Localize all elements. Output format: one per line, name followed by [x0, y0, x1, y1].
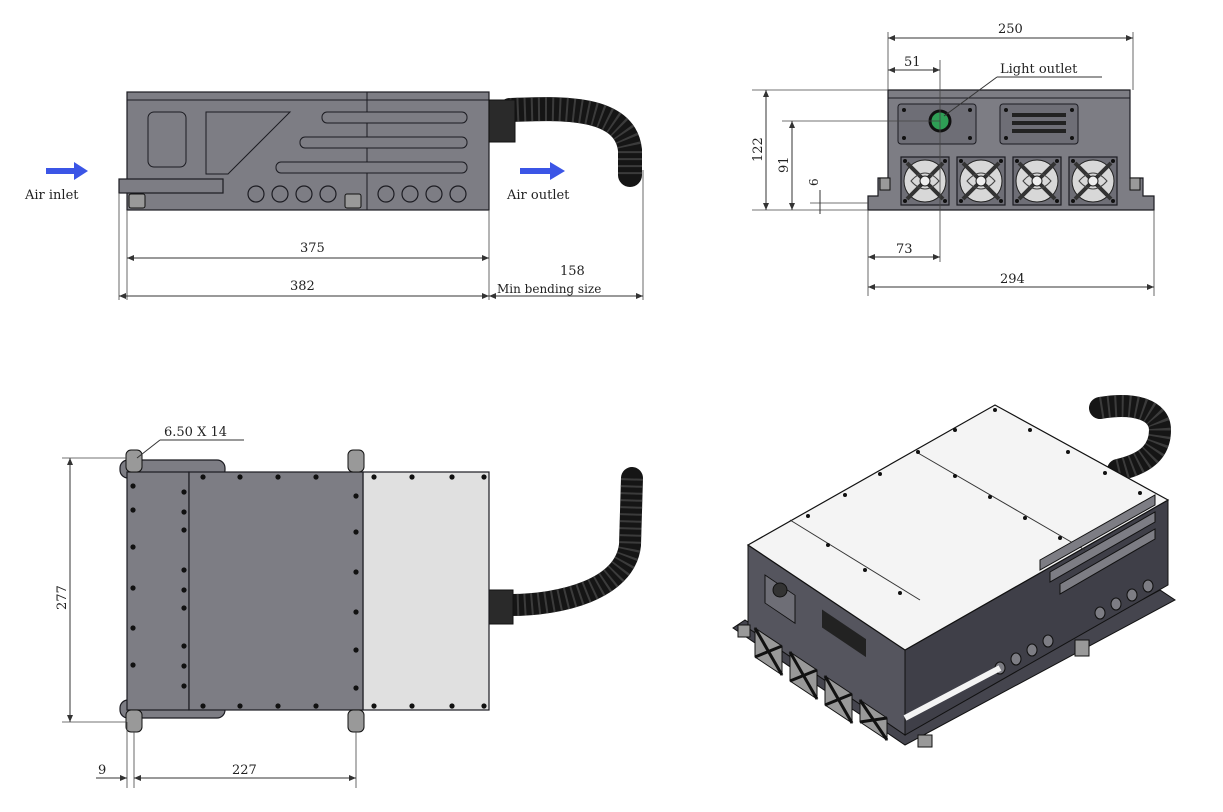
light-outlet-label: Light outlet: [1000, 62, 1078, 77]
mount-tab: [125, 449, 143, 473]
fan-icon: [858, 699, 889, 741]
bolt-icon: [128, 193, 146, 209]
dim-hole-spacing: 227: [232, 763, 257, 778]
vent-holes: [994, 579, 1154, 675]
fan-icon: [753, 627, 784, 676]
air-flow-arrow-icon: [46, 162, 88, 180]
dim-depth: 277: [55, 585, 70, 610]
side-view: 250 51 Light outlet 122 91 6 73 294: [751, 22, 1155, 296]
dim-foot-height: 6: [807, 178, 821, 186]
fan-icon: [899, 155, 951, 207]
mount-tab: [347, 709, 365, 733]
hose-icon: [499, 467, 643, 616]
dim-outlet-from-edge: 73: [896, 242, 913, 257]
mount-tab: [347, 449, 365, 473]
bolt-icon: [344, 193, 362, 209]
fan-icon: [788, 651, 819, 700]
vent-holes: [247, 185, 467, 203]
top-face: [746, 404, 1170, 651]
dim-outlet-height: 91: [777, 156, 792, 173]
mount-tab: [125, 709, 143, 733]
cover-screws: [130, 474, 487, 709]
mount-hole-label: 6.50 X 14: [164, 425, 227, 440]
dim-total-height: 122: [751, 137, 766, 162]
fan-icon: [823, 675, 854, 724]
dim-hose-value: 158: [560, 264, 585, 279]
mount-foot: [118, 178, 224, 194]
fan-icon: [955, 155, 1007, 207]
dim-body-length: 375: [300, 241, 325, 256]
fan-icon: [1011, 155, 1063, 207]
dim-edge-offset: 9: [98, 763, 106, 778]
top-view: 6.50 X 14 277 9 227: [55, 425, 643, 788]
cover-panel-left: [126, 471, 190, 711]
air-flow-arrow-icon: [520, 162, 565, 180]
dim-hose-note: Min bending size: [497, 282, 601, 296]
front-view: Air inlet Air outlet 375 382 158 Min ben…: [24, 91, 644, 300]
dim-total-width-top: 250: [998, 22, 1023, 37]
cable-gland: [488, 99, 516, 143]
dim-base-width: 294: [1000, 272, 1025, 287]
air-inlet-label: Air inlet: [24, 188, 79, 203]
cover-panel-main: [188, 471, 364, 711]
dim-outlet-offset: 51: [904, 55, 921, 70]
fan-icon: [1067, 155, 1119, 207]
cover-panel-light: [362, 471, 490, 711]
air-outlet-label: Air outlet: [506, 188, 570, 203]
top-screws: [806, 408, 1142, 595]
hose-icon: [498, 97, 642, 187]
dim-total-length: 382: [290, 279, 315, 294]
isometric-view: [732, 395, 1176, 748]
